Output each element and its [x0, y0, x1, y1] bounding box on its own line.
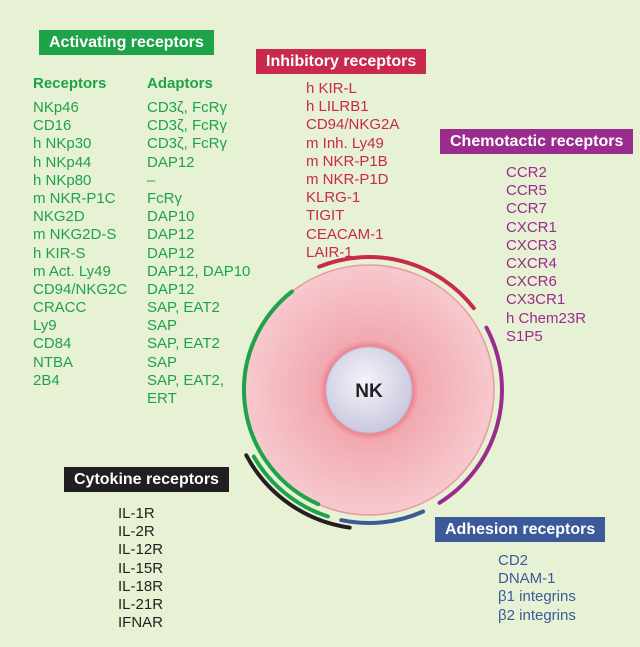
cytokine-receptor-item: IFNAR — [118, 614, 163, 632]
cytokine-receptor-item: IL-21R — [118, 595, 164, 613]
inhibitory-receptor-item: LAIR-1 — [306, 243, 353, 261]
activating-adaptor-item: CD3ζ, FcRγ — [147, 117, 227, 135]
activating-receptor-item: CD84 — [33, 335, 72, 353]
chemotactic-receptor-item: CXCR1 — [506, 218, 557, 236]
chemotactic-receptor-item: CXCR3 — [506, 236, 557, 254]
adhesion-receptor-item: β1 integrins — [498, 588, 576, 606]
chemotactic-receptor-item: S1P5 — [506, 327, 543, 345]
chemotactic-receptor-item: CCR2 — [506, 164, 547, 181]
activating-adaptor-item: DAP12, DAP10 — [147, 262, 251, 280]
activating-receptor-item: CRACC — [33, 299, 87, 317]
activating-receptor-item: 2B4 — [33, 371, 60, 389]
activating-receptor-item: h NKp30 — [33, 135, 92, 153]
activating-receptor-item: h NKp80 — [33, 171, 92, 189]
cytokine-receptor-item: IL-2R — [118, 523, 155, 541]
inhibitory-receptor-arc — [317, 255, 476, 311]
activating-receptor-item: h KIR-S — [33, 244, 86, 262]
chemotactic-receptor-item: CXCR4 — [506, 254, 557, 272]
nk-cell-label: NK — [355, 381, 383, 402]
chemotactic-receptor-item: CCR7 — [506, 200, 547, 218]
inhibitory-receptor-item: m Inh. Ly49 — [306, 134, 384, 152]
activating-adaptor-item: SAP, EAT2, — [147, 371, 224, 389]
cytokine-receptor-item: IL-1R — [118, 505, 155, 522]
activating-adaptor-item: DAP12 — [147, 280, 195, 298]
cytokine-receptor-arc — [244, 453, 352, 530]
inhibitory-receptor-item: h KIR-L — [306, 80, 357, 97]
nk-cell-nucleus — [325, 346, 413, 434]
activating-receptor-item: h NKp44 — [33, 153, 92, 171]
adhesion-receptor-item: CD2 — [498, 552, 529, 569]
inhibitory-receptor-item: CEACAM-1 — [306, 225, 384, 243]
inhibitory-receptor-item: KLRG-1 — [306, 189, 361, 207]
activating-adaptor-item: SAP — [147, 317, 178, 335]
activating-receptor-item: NTBA — [33, 353, 74, 371]
activating-receptor-item: m NKR-P1C — [33, 189, 116, 207]
chemotactic-receptor-arc — [437, 325, 504, 505]
chemotactic-receptor-item: CX3CR1 — [506, 291, 566, 309]
activating-adaptor-item: FcRγ — [147, 189, 182, 207]
adhesion-receptor-item: β2 integrins — [498, 606, 576, 624]
chemotactic-receptors-title: Chemotactic receptors — [440, 129, 634, 154]
inhibitory-receptor-item: TIGIT — [306, 207, 345, 225]
adhesion-receptor-item: DNAM-1 — [498, 570, 556, 588]
activating-receptors-title: Activating receptors — [39, 30, 214, 55]
chemotactic-receptor-item: h Chem23R — [506, 309, 587, 327]
activating-adaptor-item: CD3ζ, FcRγ — [147, 135, 227, 153]
activating-adaptor-item: CD3ζ, FcRγ — [147, 99, 227, 116]
activating-adaptor-item: SAP, EAT2 — [147, 335, 220, 353]
inhibitory-receptor-item: m NKR-P1B — [306, 152, 388, 170]
activating-receptor-item: CD16 — [33, 117, 72, 135]
activating-receptor-item: m Act. Ly49 — [33, 262, 111, 280]
adaptors-column-header: Adaptors — [147, 75, 213, 92]
inhibitory-receptor-item: h LILRB1 — [306, 98, 369, 116]
cytokine-receptors-title: Cytokine receptors — [64, 467, 229, 492]
activating-adaptor-item: – — [147, 171, 156, 189]
cytokine-receptor-item: IL-15R — [118, 559, 164, 577]
activating-receptor-item: NKG2D — [33, 208, 85, 226]
cytokine-receptor-item: IL-18R — [118, 577, 164, 595]
activating-adaptor-item: ERT — [147, 390, 177, 407]
inhibitory-receptor-item: m NKR-P1D — [306, 170, 389, 188]
adhesion-receptor-arc — [339, 509, 426, 526]
activating-receptor-arc — [242, 289, 321, 507]
activating-receptor-item: m NKG2D-S — [33, 226, 117, 244]
inhibitory-receptor-item: CD94/NKG2A — [306, 116, 400, 134]
chemotactic-receptor-item: CXCR6 — [506, 273, 557, 291]
adhesion-receptors-title: Adhesion receptors — [435, 517, 606, 542]
cytokine-receptor-item: IL-12R — [118, 541, 164, 559]
activating-receptor-item: CD94/NKG2C — [33, 280, 128, 298]
activating-adaptor-item: SAP, EAT2 — [147, 299, 220, 317]
activating-receptor-item: Ly9 — [33, 317, 57, 335]
receptors-column-header: Receptors — [33, 75, 107, 92]
activating-receptor-item: NKp46 — [33, 99, 79, 116]
inhibitory-receptors-title: Inhibitory receptors — [256, 49, 427, 74]
activating-receptor-arc-outer — [251, 454, 330, 519]
activating-adaptor-item: DAP12 — [147, 153, 195, 171]
activating-adaptor-item: SAP — [147, 353, 178, 371]
activating-adaptor-item: DAP12 — [147, 226, 195, 244]
activating-adaptor-item: DAP12 — [147, 244, 195, 262]
activating-adaptor-item: DAP10 — [147, 208, 195, 226]
chemotactic-receptor-item: CCR5 — [506, 182, 547, 200]
